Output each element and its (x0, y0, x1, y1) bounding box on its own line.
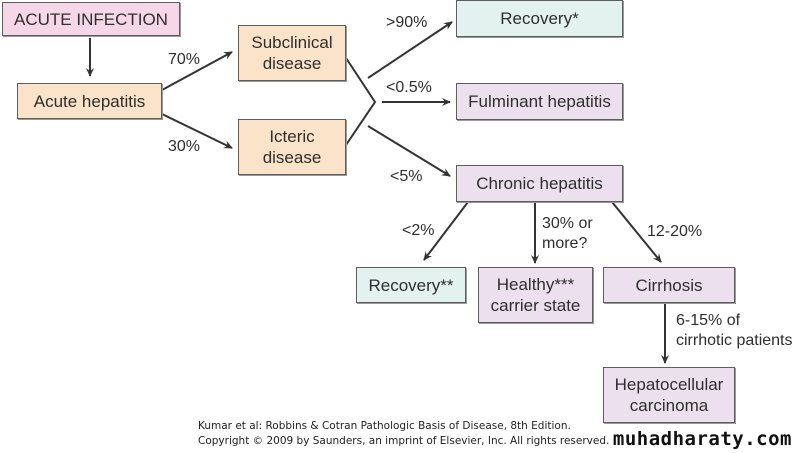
node-label-line2: disease (262, 54, 322, 73)
node-recovery-secondary: Recovery** (356, 267, 466, 303)
node-hepatocellular-carcinoma: Hepatocellular carcinoma (603, 367, 735, 423)
arrow-acute-to-subclinical (161, 51, 233, 91)
node-recovery-primary: Recovery* (456, 0, 623, 37)
edge-label-line2: cirrhotic patients (676, 332, 793, 349)
node-cirrhosis: Cirrhosis (603, 267, 735, 303)
node-label: Cirrhosis (635, 275, 703, 295)
node-icteric-disease: Icteric disease (238, 119, 346, 175)
node-label: Recovery* (500, 9, 579, 28)
arrow-chronic-to-cirrhosis (611, 201, 662, 263)
node-chronic-hepatitis: Chronic hepatitis (456, 165, 623, 202)
arrow-acute-to-icteric (161, 113, 233, 149)
node-label-line2: carcinoma (629, 396, 709, 415)
edge-label-70: 70% (168, 51, 201, 68)
node-label-line1: Icteric (269, 127, 315, 146)
merge-bracket (345, 57, 377, 146)
edge-label-line1: 6-15% of (676, 312, 741, 329)
node-fulminant-hepatitis: Fulminant hepatitis (456, 83, 623, 120)
node-acute-hepatitis: Acute hepatitis (17, 83, 162, 119)
edge-label-lt2: <2% (402, 222, 435, 239)
node-label: Chronic hepatitis (476, 174, 603, 193)
caption-line1: Kumar et al: Robbins & Cotran Pathologic… (198, 420, 571, 432)
node-label-line2: disease (262, 148, 322, 167)
edge-label-6-15: 6-15% of cirrhotic patients (676, 311, 793, 351)
edge-label-line2: more? (542, 235, 588, 252)
node-label: Acute hepatitis (33, 91, 146, 111)
edge-label-30: 30% (168, 138, 201, 155)
node-acute-infection: ACUTE INFECTION (2, 2, 180, 36)
edge-label-lt0-5: <0.5% (386, 79, 432, 96)
node-label-line1: Hepatocellular (614, 375, 724, 394)
arrow-to-chronic (367, 125, 451, 177)
source-caption: Kumar et al: Robbins & Cotran Pathologic… (198, 419, 609, 449)
edge-label-30-or-more: 30% or more? (542, 214, 593, 254)
node-label-line2: carrier state (490, 296, 581, 315)
node-label-line1: Subclinical (251, 33, 333, 52)
node-subclinical-disease: Subclinical disease (238, 25, 346, 81)
node-label: ACUTE INFECTION (14, 9, 168, 29)
caption-line2: Copyright © 2009 by Saunders, an imprint… (198, 435, 610, 447)
watermark: muhadharaty.com (612, 428, 792, 450)
node-healthy-carrier: Healthy*** carrier state (478, 267, 593, 323)
node-label: Recovery** (368, 275, 454, 295)
node-label: Fulminant hepatitis (468, 92, 611, 111)
node-label-line1: Healthy*** (496, 275, 575, 294)
edge-label-12-20: 12-20% (647, 223, 703, 240)
edge-label-lt5: <5% (390, 168, 423, 185)
edge-label-gt90: >90% (386, 14, 428, 31)
arrow-to-recovery-1 (367, 21, 453, 79)
arrow-chronic-to-recovery-2 (423, 201, 469, 261)
edge-label-line1: 30% or (542, 215, 593, 232)
